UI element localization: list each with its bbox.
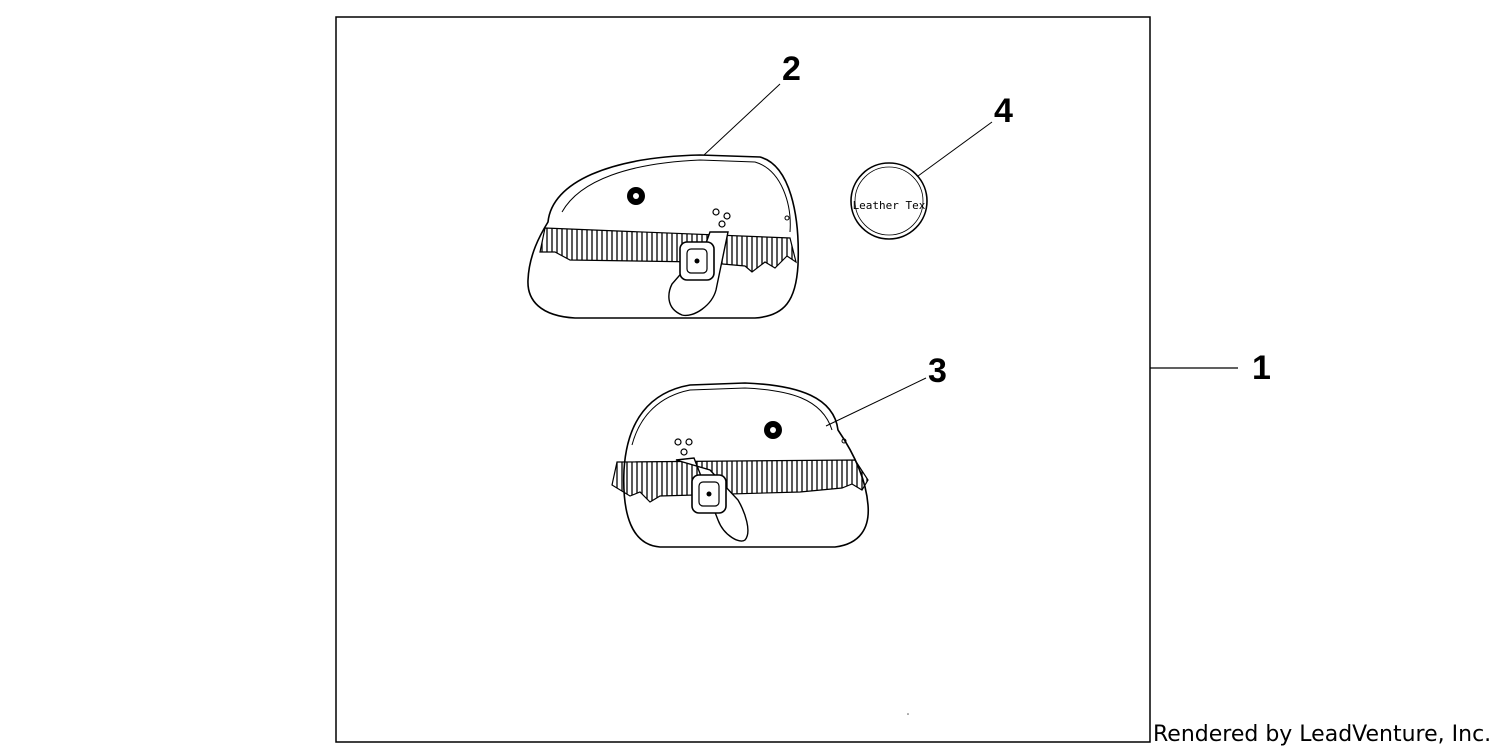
leader-line-3 — [825, 377, 927, 427]
leader-line-4 — [917, 121, 993, 177]
callout-2[interactable]: 2 — [782, 50, 801, 88]
leather-care-tin[interactable]: Leather Tex — [850, 162, 928, 240]
callout-3[interactable]: 3 — [928, 352, 947, 390]
tin-label: Leather Tex — [853, 199, 926, 212]
assembly-frame — [335, 16, 1151, 743]
callout-4[interactable]: 4 — [994, 92, 1013, 130]
saddlebag-right[interactable] — [611, 382, 870, 548]
callout-1[interactable]: 1 — [1252, 349, 1271, 387]
saddlebag-left[interactable] — [527, 154, 800, 319]
leader-line-2 — [703, 83, 781, 156]
render-credit: Rendered by LeadVenture, Inc. — [1153, 722, 1492, 747]
